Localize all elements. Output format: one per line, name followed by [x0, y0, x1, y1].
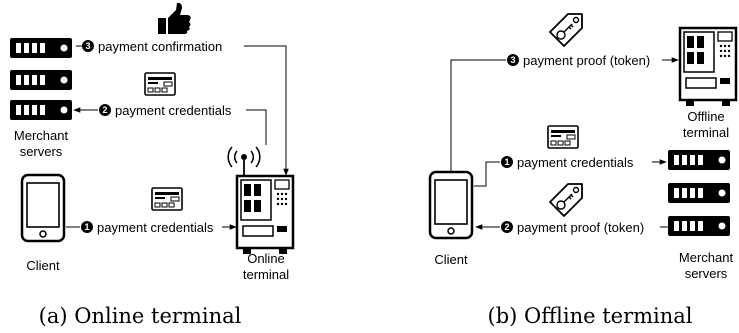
caption-a: (a) Online terminal [39, 304, 242, 328]
terminal-label-a: Online [247, 251, 285, 266]
caption-b: (b) Offline terminal [488, 304, 693, 328]
thumbs-up-icon [158, 2, 191, 34]
step-2-label-b: payment proof (token) [517, 220, 644, 235]
server-icon [10, 70, 72, 90]
smartphone-icon [20, 173, 66, 243]
step-3-payment-proof: 3 payment proof (token) [450, 53, 679, 172]
step-3-label-b: payment proof (token) [523, 53, 650, 68]
server-icon [10, 38, 72, 58]
client-label-a: Client [26, 258, 60, 273]
payment-terminal-icon [235, 174, 295, 256]
step-3-payment-confirmation: 3 payment confirmation [76, 39, 289, 176]
credit-card-icon [547, 125, 579, 149]
step-2-payment-proof-b: 2 payment proof (token) [475, 220, 668, 235]
server-icon [668, 150, 730, 170]
merchant-servers-label-b: servers [685, 266, 728, 281]
step-1-label-b: payment credentials [517, 155, 634, 170]
client-label-b: Client [434, 252, 468, 267]
step-2-payment-credentials: 2 payment credentials [73, 103, 267, 145]
step-1-payment-credentials-b: 1 payment credentials [474, 155, 667, 187]
terminal-label-b: terminal [683, 125, 729, 140]
step-1-label: payment credentials [97, 220, 214, 235]
svg-text:1: 1 [504, 157, 509, 167]
panel-b-offline-terminal: Offline terminal Client Merchant servers… [428, 13, 738, 328]
step-1-payment-credentials: 1 payment credentials [66, 220, 237, 235]
smartphone-icon [428, 170, 474, 240]
merchant-servers-label-a: Merchant [14, 128, 69, 143]
svg-text:2: 2 [102, 105, 107, 115]
server-icon [668, 216, 730, 236]
step-2-label: payment credentials [115, 103, 232, 118]
step-3-label: payment confirmation [98, 39, 222, 54]
server-icon [668, 183, 730, 203]
server-icon [10, 100, 72, 120]
merchant-servers-label-a: servers [20, 144, 63, 159]
svg-text:1: 1 [84, 222, 89, 232]
panel-a-online-terminal: Merchant servers Client Online terminal [10, 2, 295, 328]
merchant-servers-label-b: Merchant [679, 250, 734, 265]
terminal-label-a: terminal [243, 267, 289, 282]
wireless-signal-icon [227, 146, 261, 176]
svg-text:2: 2 [504, 222, 509, 232]
svg-text:3: 3 [510, 55, 515, 65]
svg-text:3: 3 [85, 41, 90, 51]
credit-card-icon [144, 72, 176, 96]
token-tag-icon [549, 13, 583, 47]
payment-terminal-icon [678, 26, 738, 108]
token-tag-icon [549, 183, 583, 217]
terminal-label-b: Offline [687, 109, 724, 124]
credit-card-icon [151, 187, 183, 211]
